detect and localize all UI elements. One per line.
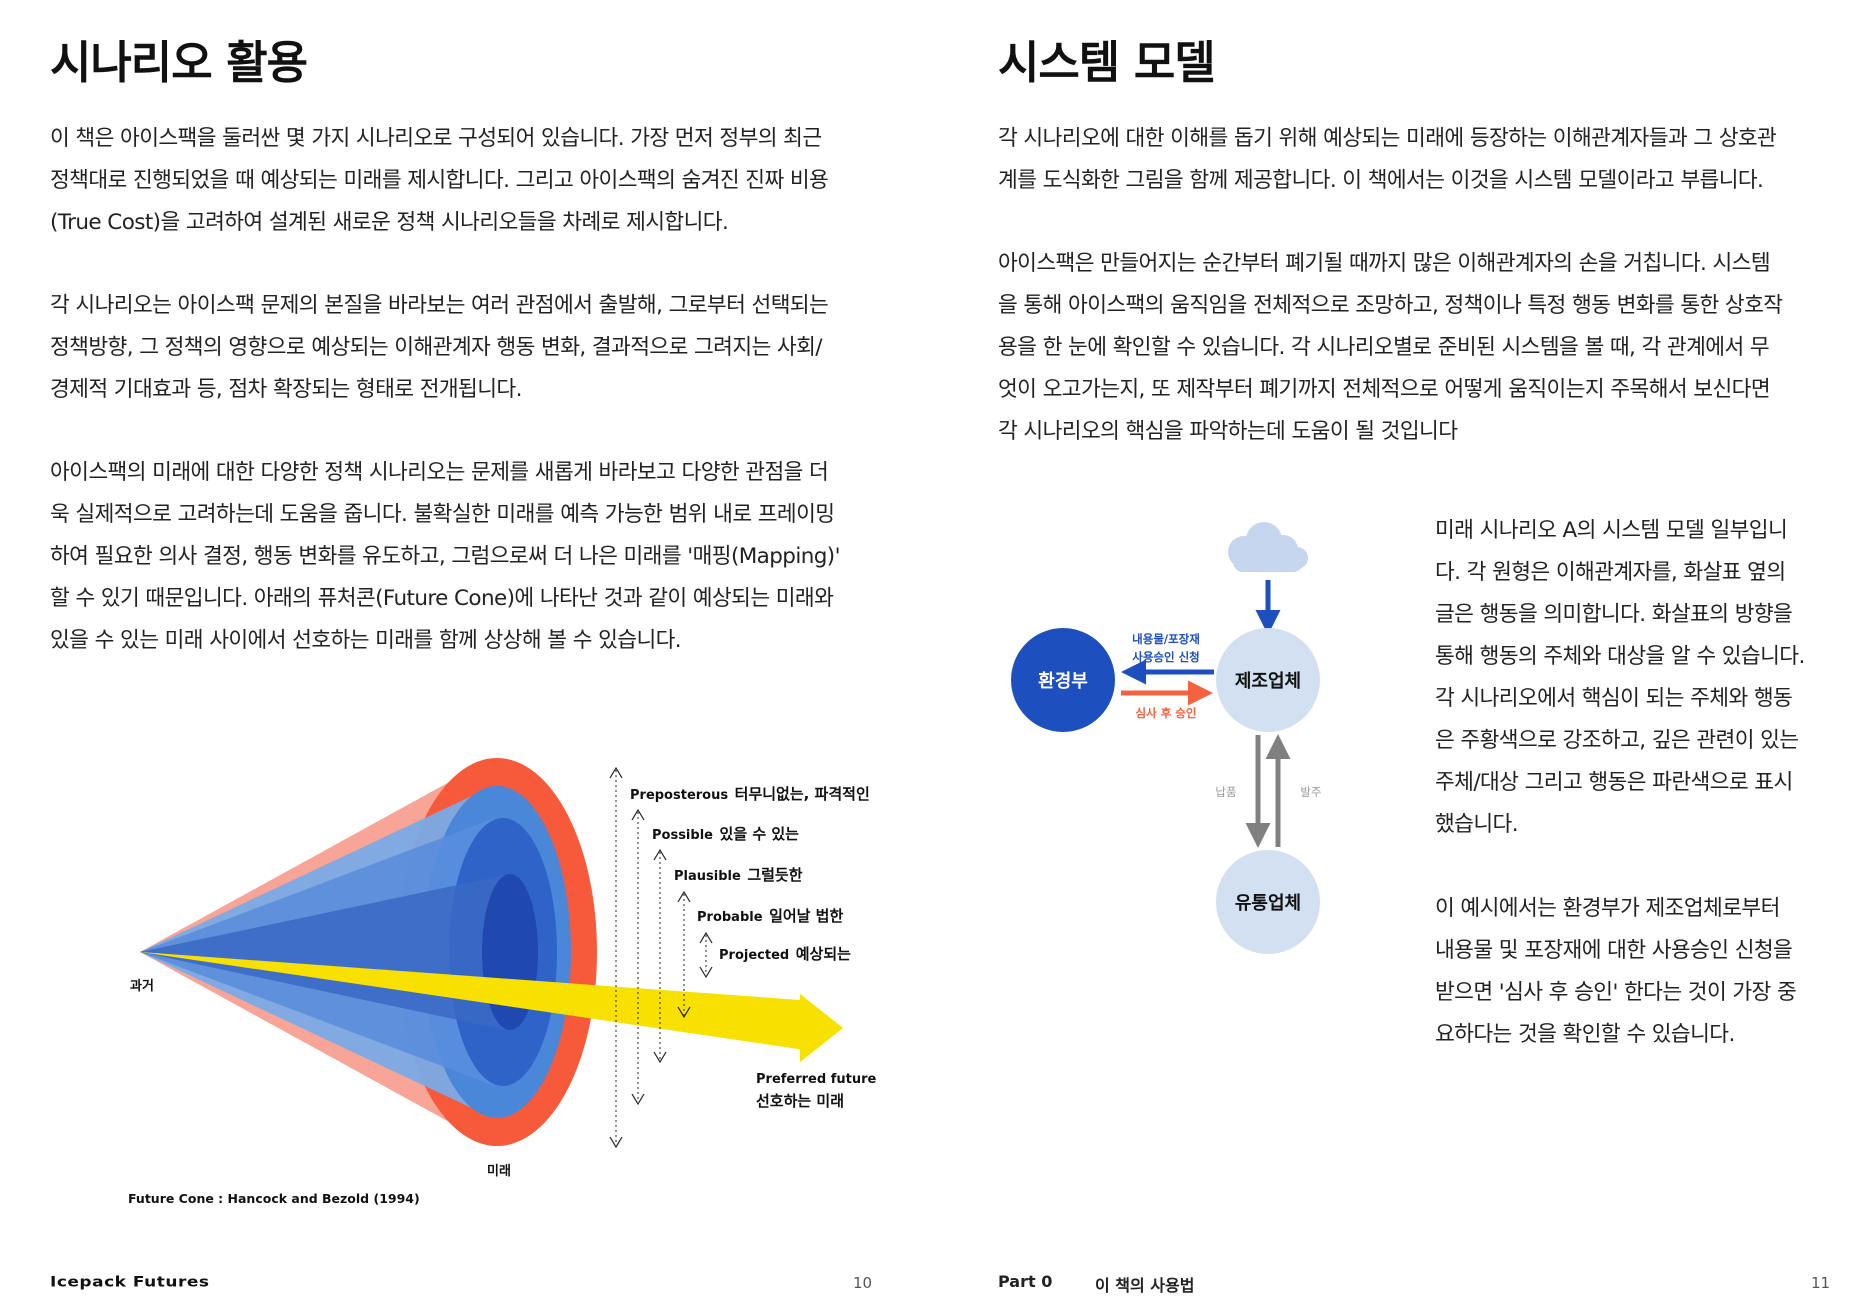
system-paragraph: 아이스팩은 만들어지는 순간부터 폐기될 때까지 많은 이해관계자의 손을 거칩… (998, 243, 1783, 453)
label-en: Possible (652, 828, 713, 843)
label-ko: 그럴듯한 (747, 866, 802, 884)
example-description: 이 예시에서는 환경부가 제조업체로부터 내용물 및 포장재에 대한 사용승인 … (1435, 888, 1797, 1056)
text-line: 각 시나리오에서 핵심이 되는 주체와 행동 (1435, 686, 1793, 711)
text-line: (True Cost)을 고려하여 설계된 새로운 정책 시나리오들을 차례로 … (50, 210, 729, 235)
label-ko: 예상되는 (796, 945, 851, 963)
label-ko: 터무니없는, 파격적인 (735, 785, 870, 803)
label-future: 미래 (487, 1163, 511, 1179)
text-line: 각 시나리오의 핵심을 파악하는데 도움이 될 것입니다 (998, 419, 1458, 444)
text-line: 있을 수 있는 미래 사이에서 선호하는 미래를 함께 상상해 볼 수 있습니다… (50, 628, 682, 653)
label-en: Probable (697, 910, 763, 925)
system-model-diagram: 환경부 제조업체 유통업체 내용물/포장재 사용승인 신청 심사 후 승인 납품… (1011, 522, 1322, 954)
node-manufacturer: 제조업체 (1216, 628, 1320, 732)
label-ko: 있을 수 있는 (720, 825, 800, 843)
label-ko: 일어날 법한 (769, 907, 843, 925)
text-line: 내용물 및 포장재에 대한 사용승인 신청을 (1435, 938, 1793, 963)
node-label: 제조업체 (1235, 671, 1301, 692)
text-line: 아이스팩은 만들어지는 순간부터 폐기될 때까지 많은 이해관계자의 손을 거칩… (998, 251, 1771, 276)
text-line: 욱 실제적으로 고려하는데 도움을 줍니다. 불확실한 미래를 예측 가능한 범… (50, 502, 835, 527)
footer-section: 이 책의 사용법 (1095, 1276, 1195, 1295)
page-title: 시나리오 활용 (50, 36, 308, 89)
cloud-icon (1228, 522, 1308, 572)
text-line: 정책방향, 그 정책의 영향으로 예상되는 이해관계자 행동 변화, 결과적으로… (50, 335, 823, 360)
label-en: Plausible (674, 869, 741, 884)
page-title: 시스템 모델 (998, 36, 1216, 89)
text-line: 계를 도식화한 그림을 함께 제공합니다. 이 책에서는 이것을 시스템 모델이… (998, 168, 1764, 193)
text-line: 용을 한 눈에 확인할 수 있습니다. 각 시나리오별로 준비된 시스템을 볼 … (998, 335, 1770, 360)
label-possible: Possible 있을 수 있는 (652, 825, 799, 843)
text-line: 받으면 '심사 후 승인' 한다는 것이 가장 중 (1435, 980, 1797, 1005)
label-en: Preposterous (630, 788, 728, 803)
footer-part: Part 0 (998, 1272, 1053, 1291)
brand-logo: Icepack Futures (50, 1273, 210, 1291)
text-line: 이 책은 아이스팩을 둘러싼 몇 가지 시나리오로 구성되어 있습니다. 가장 … (50, 126, 822, 151)
text-line: 요하다는 것을 확인할 수 있습니다. (1435, 1022, 1735, 1047)
label-en: Projected (719, 948, 789, 963)
label-preposterous: Preposterous 터무니없는, 파격적인 (630, 785, 870, 803)
text-line: 하여 필요한 의사 결정, 행동 변화를 유도하고, 그럼으로써 더 나은 미래… (50, 544, 841, 569)
edge-order-label: 발주 (1300, 785, 1321, 799)
text-line: 정책대로 진행되었을 때 예상되는 미래를 제시합니다. 그리고 아이스팩의 숨… (50, 168, 829, 193)
text-line: 경제적 기대효과 등, 점차 확장되는 형태로 전개됩니다. (50, 377, 522, 402)
label-plausible: Plausible 그럴듯한 (674, 866, 803, 884)
text-line: 미래 시나리오 A의 시스템 모델 일부입니 (1435, 518, 1788, 543)
text-line: 이 예시에서는 환경부가 제조업체로부터 (1435, 896, 1780, 921)
node-label: 유통업체 (1235, 893, 1301, 914)
edge-delivery-label: 납품 (1215, 785, 1236, 799)
future-cone-diagram: Preposterous 터무니없는, 파격적인 Possible 있을 수 있… (128, 758, 876, 1206)
edge-application-label-1: 내용물/포장재 (1132, 632, 1200, 646)
preferred-future-arrow (140, 952, 843, 1062)
text-line: 아이스팩의 미래에 대한 다양한 정책 시나리오는 문제를 새롭게 바라보고 다… (50, 460, 829, 485)
right-page: 시스템 모델 각 시나리오에 대한 이해를 돕기 위해 예상되는 미래에 등장하… (931, 0, 1863, 1315)
node-label: 환경부 (1038, 670, 1088, 692)
future-paragraph: 아이스팩의 미래에 대한 다양한 정책 시나리오는 문제를 새롭게 바라보고 다… (50, 452, 841, 662)
text-line: 각 시나리오에 대한 이해를 돕기 위해 예상되는 미래에 등장하는 이해관계자… (998, 126, 1777, 151)
text-line: 은 주황색으로 강조하고, 깊은 관련이 있는 (1435, 728, 1799, 753)
label-projected: Projected 예상되는 (719, 945, 851, 963)
diagram-description: 미래 시나리오 A의 시스템 모델 일부입니 다. 각 원형은 이해관계자를, … (1435, 510, 1805, 846)
text-line: 주체/대상 그리고 행동은 파란색으로 표시 (1435, 770, 1793, 795)
left-page: 시나리오 활용 이 책은 아이스팩을 둘러싼 몇 가지 시나리오로 구성되어 있… (0, 0, 931, 1315)
text-line: 통해 행동의 주체와 대상을 알 수 있습니다. (1435, 644, 1805, 669)
text-line: 엇이 오고가는지, 또 제작부터 폐기까지 전체적으로 어떻게 움직이는지 주목… (998, 377, 1771, 402)
cone-caption: Future Cone : Hancock and Bezold (1994) (128, 1191, 420, 1206)
node-ministry: 환경부 (1011, 628, 1115, 732)
node-distributor: 유통업체 (1216, 850, 1320, 954)
text-line: 할 수 있기 때문입니다. 아래의 퓨처콘(Future Cone)에 나타난 … (50, 586, 834, 611)
text-line: 각 시나리오는 아이스팩 문제의 본질을 바라보는 여러 관점에서 출발해, 그… (50, 293, 829, 318)
text-line: 했습니다. (1435, 812, 1519, 837)
label-probable: Probable 일어날 법한 (697, 907, 843, 925)
label-preferred-ko: 선호하는 미래 (756, 1092, 844, 1110)
edge-application-label-2: 사용승인 신청 (1132, 650, 1199, 664)
label-past: 과거 (130, 979, 154, 994)
intro-paragraph: 이 책은 아이스팩을 둘러싼 몇 가지 시나리오로 구성되어 있습니다. 가장 … (50, 118, 829, 244)
page-number: 11 (1811, 1274, 1831, 1292)
label-preferred-en: Preferred future (756, 1072, 876, 1087)
page-number: 10 (853, 1274, 873, 1292)
text-line: 을 통해 아이스팩의 움직임을 전체적으로 조망하고, 정책이나 특정 행동 변… (998, 293, 1783, 318)
edge-review-label: 심사 후 승인 (1136, 706, 1197, 720)
text-line: 다. 각 원형은 이해관계자를, 화살표 옆의 (1435, 560, 1786, 585)
text-line: 글은 행동을 의미합니다. 화살표의 방향을 (1435, 602, 1793, 627)
scenario-paragraph: 각 시나리오는 아이스팩 문제의 본질을 바라보는 여러 관점에서 출발해, 그… (50, 285, 829, 411)
intro-paragraph: 각 시나리오에 대한 이해를 돕기 위해 예상되는 미래에 등장하는 이해관계자… (998, 118, 1777, 202)
